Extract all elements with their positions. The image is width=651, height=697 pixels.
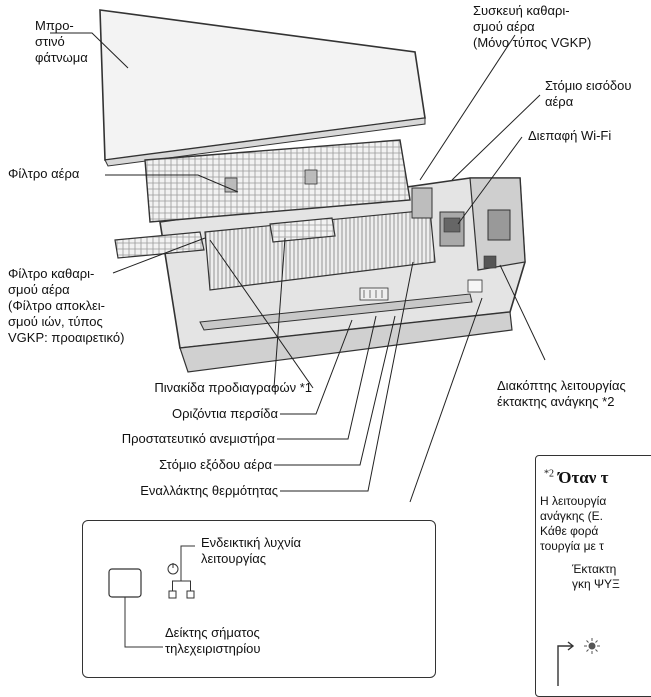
arrow-icon [557, 645, 572, 686]
label-wifi-interface: Διεπαφή Wi-Fi [528, 128, 612, 143]
heat-exchanger-grille [204, 209, 436, 291]
note-drawing [557, 638, 600, 686]
label-air-cleaning-filter: Φίλτρο καθαρι- σμού αέρα (Φίλτρο αποκλει… [8, 266, 125, 345]
indicator-inset: Ενδεικτική λυχνία λειτουργίας Δείκτης σή… [82, 520, 436, 678]
label-front-panel: Μπρο- στινό φάτνωμα [35, 18, 88, 65]
label-heat-exchanger: Εναλλάκτης θερμότητας [140, 483, 278, 498]
note-sub-line: γκη ΨΥΞ [572, 577, 620, 591]
inset-drawing [108, 545, 195, 648]
label-air-filter: Φίλτρο αέρα [8, 166, 80, 181]
remote-receiver-window [108, 568, 142, 598]
note-sub-line: Έκτακτη [572, 562, 617, 576]
label-air-inlet: Στόμιο εισόδου αέρα [545, 78, 632, 109]
label-fan-guard: Προστατευτικό ανεμιστήρα [121, 431, 275, 446]
label-air-cleaning-unit: Συσκευή καθαρι- σμού αέρα (Μόνο τύπος VG… [473, 3, 592, 50]
label-horizontal-louver: Οριζόντια περσίδα [172, 406, 278, 421]
label-spec-plate: Πινακίδα προδιαγραφών *1 [154, 380, 312, 395]
note-heading: *2 Όταν τ [544, 468, 609, 487]
emergency-note-box: *2 Όταν τ Η λειτουργία ανάγκης (Ε. Κάθε … [535, 455, 651, 697]
note-line: ανάγκης (Ε. [540, 509, 603, 523]
note-line: τουργία με τ [540, 539, 604, 553]
label-remote-receiver: Δείκτης σήματος τηλεχειριστηρίου [165, 625, 261, 656]
sun-lamp-icon [584, 638, 600, 654]
label-operation-lamp: Ενδεικτική λυχνία λειτουργίας [201, 535, 301, 566]
note-line: Κάθε φορά [540, 524, 599, 538]
note-line: Η λειτουργία [540, 494, 607, 508]
right-components [411, 187, 511, 269]
label-emergency-switch: Διακόπτης λειτουργίας έκτακτης ανάγκης *… [497, 378, 626, 409]
label-air-outlet: Στόμιο εξόδου αέρα [159, 457, 272, 472]
ac-unit-illustration [50, 9, 546, 503]
louver-outlet [199, 279, 483, 331]
air-cleaning-filter [114, 217, 336, 259]
front-panel [99, 9, 426, 167]
leader-lines [50, 32, 546, 503]
air-filter [144, 139, 411, 223]
operation-lamp [168, 590, 177, 599]
